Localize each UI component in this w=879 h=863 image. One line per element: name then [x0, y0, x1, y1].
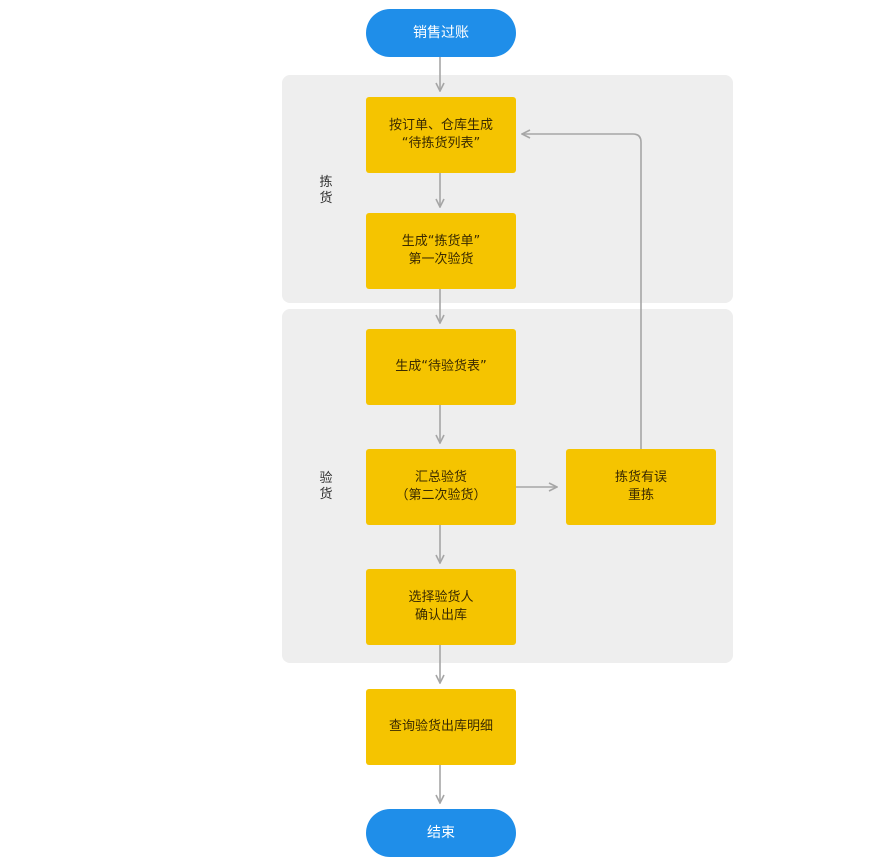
node-generate-inspect-list[interactable]: 生成“待验货表” — [366, 329, 516, 405]
lane-label-inspection: 验 货 — [319, 471, 333, 502]
node-generate-pick-order[interactable]: 生成“拣货单” 第一次验货 — [366, 213, 516, 289]
node-pick-error-repick[interactable]: 拣货有误 重拣 — [566, 449, 716, 525]
end-node[interactable]: 结束 — [366, 809, 516, 857]
node-generate-pick-list[interactable]: 按订单、仓库生成 “待拣货列表” — [366, 97, 516, 173]
node-summary-inspection[interactable]: 汇总验货 （第二次验货） — [366, 449, 516, 525]
node-select-inspector[interactable]: 选择验货人 确认出库 — [366, 569, 516, 645]
lane-label-picking: 拣 货 — [319, 175, 333, 206]
node-query-outbound-detail[interactable]: 查询验货出库明细 — [366, 689, 516, 765]
edge-pick-error-to-pick-list — [522, 134, 642, 449]
start-node[interactable]: 销售过账 — [366, 9, 516, 57]
